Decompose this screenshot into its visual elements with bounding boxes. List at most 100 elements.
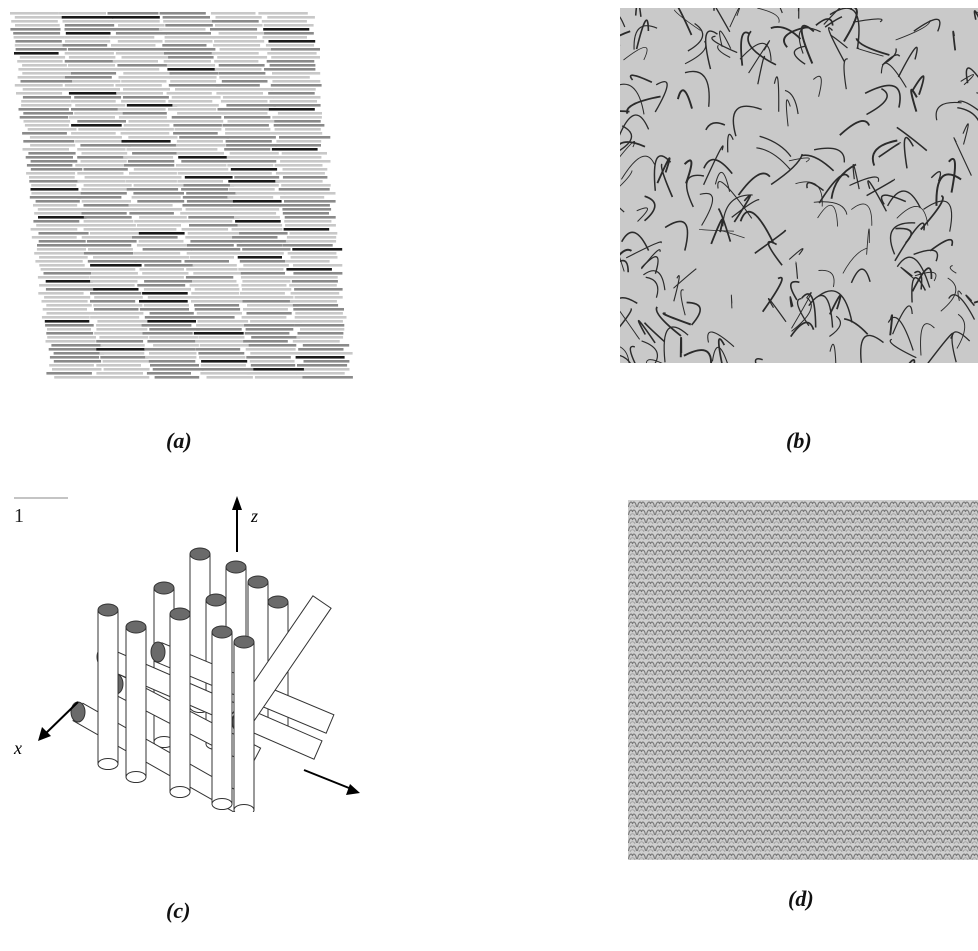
stripe-segment [265,76,310,79]
fiber-strand [620,307,632,328]
fiber-strand [684,70,710,107]
stripe-segment [284,200,336,203]
stripe-segment [294,296,343,299]
stripe-segment [35,260,83,263]
stripe-segment [294,288,343,291]
stripe-segment [213,44,261,47]
rod-bottom-end [125,771,147,783]
stripe-segment [113,68,160,71]
stripe-segment [223,88,274,91]
stripe-segment [51,344,103,347]
stripe-segment [273,104,321,107]
stripe-segment [115,84,162,87]
stripe-segment [251,336,301,339]
stripe-segment [276,140,322,143]
stripe-segment [141,324,192,327]
stripe-segment [29,180,80,183]
stripe-segment [36,248,86,251]
stripe-segment [80,144,131,147]
fiber-strand [790,321,815,338]
stripe-segment [54,376,104,379]
stripe-segment [89,268,136,271]
stripe-segment [146,372,191,375]
stripe-segment [189,284,239,287]
stripe-segment [290,292,340,295]
stripe-segment [21,104,72,107]
rod-top-end [267,595,289,609]
stripe-segment [83,204,130,207]
stripe-segment [153,344,199,347]
stripe-segment [127,160,175,163]
stripe-segment [23,112,74,115]
stripe-segment [177,112,227,115]
stripe-segment [163,20,211,23]
stripe-segment [183,184,235,187]
stripe-segment [81,236,133,239]
fiber-strand [850,268,871,284]
stripe-segment [245,296,294,299]
stripe-layers-graphic [10,12,353,379]
fiber-strand [788,157,810,163]
stripe-segment [294,324,345,327]
stripe-segment [250,320,302,323]
stripe-segment [118,76,170,79]
rod-bottom-end [211,798,233,810]
fiber-strand [756,147,791,170]
stripe-segment [21,100,71,103]
fiber-strand [973,300,978,304]
fiber-strand [636,207,649,222]
stripe-segment [237,256,282,259]
stripe-segment [123,124,170,127]
stripe-segment [289,232,338,235]
stripe-segment [14,16,63,19]
stripe-segment [72,80,121,83]
vertical-rod [211,631,233,805]
stripe-segment [134,220,185,223]
stripe-segment [225,172,272,175]
stripe-segment [45,280,93,283]
fiber-strand [656,157,671,184]
stripe-segment [159,12,206,15]
stripe-segment [164,40,213,43]
stripe-segment [96,340,144,343]
stripe-segment [90,300,136,303]
fiber-strand [818,173,850,204]
fiber-strand [829,315,842,337]
stripe-segment [89,232,142,235]
stripe-segment [210,28,258,31]
stripe-segment [86,240,137,243]
fiber-strand [913,18,941,32]
stripe-segment [38,240,86,243]
stripe-segment [37,244,86,247]
fiber-strand [815,18,834,26]
stripe-segment [291,280,338,283]
stripe-segment [67,48,120,51]
fiber-strand [620,83,645,115]
fiber-strand [789,296,794,308]
stripe-segment [263,24,314,27]
fiber-strand [620,310,641,340]
stripe-segment [49,364,94,367]
stripe-segment [123,72,173,75]
stripe-segment [77,136,122,139]
fiber-strand [705,122,726,131]
stripe-segment [133,184,186,187]
stripe-segment [126,104,178,107]
fiber-strand [790,280,800,301]
stripe-segment [175,88,224,91]
x-axis-arrow [41,701,79,738]
corner-label-top: 1 [14,505,24,527]
fiber-strand [620,256,625,272]
stripe-segment [269,100,317,103]
stripe-segment [175,164,227,167]
stripe-segment [78,128,131,131]
stripe-segment [177,172,228,175]
felt-bottom-edge [620,363,978,370]
fiber-strand [842,247,868,274]
stripe-segment [133,208,182,211]
stripe-segment [83,220,134,223]
stripe-segment [215,84,260,87]
fiber-strand [895,227,913,244]
fiber-strand [796,297,810,327]
stripe-segment [81,152,128,155]
